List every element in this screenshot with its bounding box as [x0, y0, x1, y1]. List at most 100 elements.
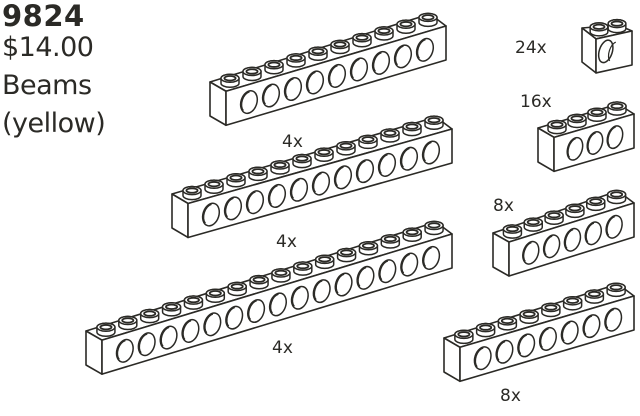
pin-hole-icon — [333, 165, 353, 190]
pin-hole-icon — [283, 76, 303, 102]
stud-icon — [358, 240, 379, 256]
pin-hole-icon — [560, 320, 579, 345]
stud-icon — [565, 203, 585, 219]
pin-hole-icon — [495, 339, 514, 364]
pin-hole-icon — [181, 318, 200, 343]
stud-icon — [418, 12, 438, 28]
pin-hole-icon — [334, 272, 353, 297]
pin-hole-icon — [604, 307, 623, 332]
stud-icon — [497, 316, 518, 331]
stud-icon — [587, 107, 607, 123]
stud-icon — [402, 227, 422, 242]
stud-icon — [336, 247, 357, 263]
pin-hole-icon — [267, 183, 287, 208]
pin-hole-icon — [327, 63, 347, 88]
brick-1x2 — [581, 18, 633, 74]
stud-icon — [607, 18, 627, 34]
stud-icon — [606, 189, 627, 205]
pin-hole-icon — [586, 131, 604, 155]
stud-icon — [204, 179, 224, 194]
pin-hole-icon — [311, 171, 331, 196]
stud-icon — [118, 315, 138, 331]
stud-icon — [523, 217, 543, 232]
pin-hole-icon — [415, 37, 435, 62]
pin-hole-icon — [356, 265, 375, 290]
pin-hole-icon — [542, 234, 561, 259]
stud-icon — [547, 119, 567, 135]
beam-1x8 — [443, 282, 635, 383]
stud-icon — [183, 295, 204, 310]
stud-icon — [607, 101, 627, 116]
set-color: (yellow) — [2, 108, 106, 139]
beam-1x6 — [492, 189, 635, 277]
pin-hole-icon — [355, 159, 375, 184]
pin-hole-icon — [421, 140, 441, 165]
stud-icon — [293, 261, 313, 276]
stud-icon — [589, 22, 609, 37]
pin-hole-icon — [247, 299, 266, 324]
stud-icon — [314, 254, 335, 270]
stud-icon — [220, 73, 240, 89]
pin-hole-icon — [582, 314, 601, 339]
stud-icon — [374, 26, 394, 41]
stud-icon — [380, 234, 401, 249]
stud-icon — [402, 121, 422, 137]
set-number: 9824 — [2, 0, 85, 33]
stud-icon — [264, 59, 284, 75]
stud-icon — [292, 153, 312, 169]
pin-hole-icon — [422, 245, 441, 270]
stud-icon — [584, 289, 605, 304]
stud-icon — [567, 113, 587, 129]
pin-hole-icon — [566, 136, 584, 161]
pin-hole-icon — [371, 50, 391, 75]
stud-icon — [227, 281, 247, 297]
pin-hole-icon — [159, 325, 178, 350]
quantity-label-beam-1x6: 8x — [493, 196, 514, 216]
stud-icon — [454, 329, 474, 345]
stud-icon — [314, 147, 334, 162]
pin-hole-icon — [203, 312, 222, 337]
pin-hole-icon — [522, 240, 540, 265]
stud-icon — [226, 172, 246, 188]
stud-icon — [308, 46, 328, 61]
stud-icon — [358, 134, 378, 150]
pin-hole-icon — [378, 259, 397, 284]
pin-hole-icon — [290, 285, 309, 310]
pin-hole-icon — [517, 333, 536, 358]
quantity-label-beam-1x16: 4x — [272, 338, 293, 358]
stud-icon — [544, 210, 564, 226]
pin-hole-icon — [225, 305, 244, 330]
stud-icon — [396, 19, 416, 34]
pin-hole-icon — [115, 338, 134, 363]
pin-hole-icon — [597, 39, 617, 64]
pin-hole-icon — [538, 326, 557, 351]
pin-hole-icon — [223, 196, 243, 221]
stud-icon — [96, 322, 116, 337]
quantity-label-beam-1x10: 4x — [282, 132, 303, 152]
quantity-label-beam-1x4: 16x — [520, 92, 552, 112]
stud-icon — [330, 39, 350, 55]
pin-hole-icon — [377, 152, 397, 177]
pin-hole-icon — [606, 125, 624, 150]
stud-icon — [242, 66, 262, 82]
pin-hole-icon — [473, 346, 492, 371]
stud-icon — [380, 128, 400, 143]
pin-hole-icon — [239, 90, 259, 115]
beam-1x16 — [85, 220, 453, 375]
stud-icon — [161, 302, 182, 317]
pin-hole-icon — [563, 227, 582, 252]
pin-hole-icon — [137, 332, 156, 357]
stud-icon — [502, 224, 523, 239]
stud-icon — [606, 282, 626, 298]
quantity-label-beam-1x8: 8x — [500, 386, 521, 406]
stud-icon — [424, 115, 444, 130]
beam-1x10 — [209, 12, 447, 127]
set-price: $14.00 — [2, 32, 94, 63]
stud-icon — [586, 196, 606, 212]
quantity-label-beam-1x12: 4x — [276, 232, 297, 252]
pin-hole-icon — [312, 279, 331, 304]
stud-icon — [475, 322, 496, 338]
pin-hole-icon — [399, 146, 419, 171]
pin-hole-icon — [245, 190, 265, 215]
